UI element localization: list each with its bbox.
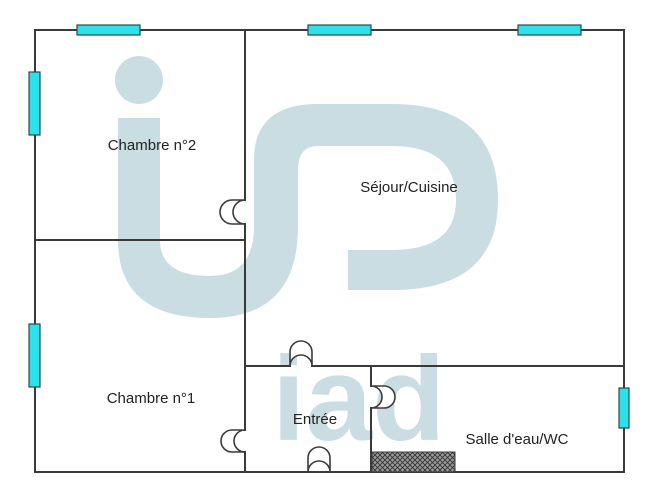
room-label-sejour-cuisine: Séjour/Cuisine <box>360 179 458 196</box>
door-sejour <box>289 340 313 367</box>
door-chambre1 <box>220 429 246 453</box>
room-label-chambre-2: Chambre n°2 <box>108 137 197 154</box>
watermark-dot <box>115 56 163 104</box>
window-top-middle <box>307 24 372 36</box>
window-left-chambre2 <box>28 71 41 136</box>
door-chambre2 <box>219 199 246 225</box>
shower-tray <box>371 451 456 473</box>
window-top-left <box>76 24 141 36</box>
window-top-right <box>517 24 582 36</box>
door-entree-main <box>307 446 331 473</box>
room-label-entree: Entrée <box>293 411 337 428</box>
windows <box>28 24 630 429</box>
doors <box>219 199 396 473</box>
window-right-salle-eau <box>618 387 630 429</box>
door-salle-eau <box>370 385 396 409</box>
room-label-chambre-1: Chambre n°1 <box>107 390 196 407</box>
watermark-mark <box>118 104 498 318</box>
window-left-chambre1 <box>28 323 41 388</box>
room-label-salle-eau-wc: Salle d'eau/WC <box>466 431 569 448</box>
room-labels: Chambre n°2 Séjour/Cuisine Chambre n°1 E… <box>107 137 569 448</box>
